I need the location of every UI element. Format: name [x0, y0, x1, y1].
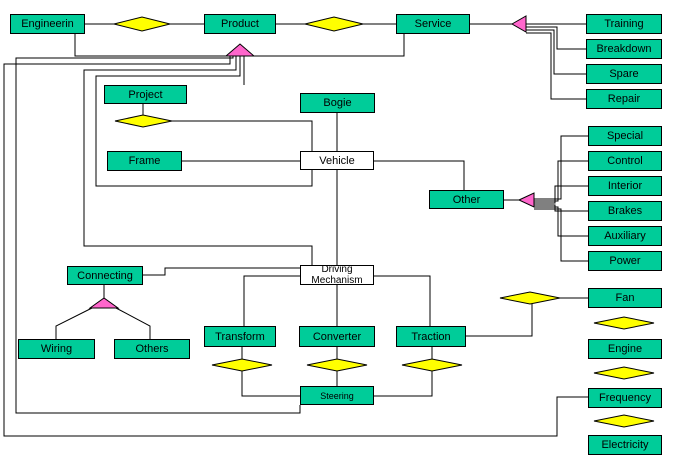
relationship-engineering-product	[113, 16, 171, 32]
entity-interior[interactable]: Interior	[588, 176, 662, 196]
line-isa-wiring	[55, 307, 93, 339]
line-product-steering-left	[15, 56, 301, 414]
relationship-frequency-electricity	[593, 414, 655, 428]
line-rel-vehicle	[172, 120, 313, 151]
entity-other[interactable]: Other	[429, 190, 504, 209]
entity-brakes[interactable]: Brakes	[588, 201, 662, 221]
line-isa-interior	[534, 185, 588, 204]
line-product-driving	[83, 56, 313, 265]
relationship-fan-engine	[593, 316, 655, 330]
entity-fan[interactable]: Fan	[588, 288, 662, 308]
relationship-converter-steering	[306, 358, 368, 372]
entity-converter[interactable]: Converter	[299, 326, 375, 347]
line-service-down	[250, 34, 405, 57]
entity-frame[interactable]: Frame	[107, 151, 182, 171]
line-isa-repair	[526, 32, 586, 100]
entity-special[interactable]: Special	[588, 126, 662, 146]
entity-control[interactable]: Control	[588, 151, 662, 171]
entity-steering[interactable]: Steering	[300, 386, 374, 405]
entity-spare[interactable]: Spare	[586, 64, 662, 84]
entity-electricity[interactable]: Electricity	[588, 435, 662, 455]
isa-triangle-service	[510, 15, 527, 33]
line-vehicle-other	[374, 160, 465, 190]
entity-others[interactable]: Others	[114, 339, 190, 359]
line-engineering-down	[74, 34, 230, 57]
line-rel-steering-left	[241, 371, 300, 397]
line-isa-power	[534, 208, 588, 262]
line-isa-others	[115, 307, 151, 339]
line-traction-fan-rel	[466, 304, 533, 337]
entity-breakdown[interactable]: Breakdown	[586, 39, 662, 59]
line-driving-transform	[243, 275, 300, 326]
line-connecting-driving	[143, 267, 300, 276]
line-isa-control	[534, 160, 588, 202]
line-product-vehicle	[95, 56, 313, 187]
relationship-project-vehicle	[114, 114, 173, 128]
entity-auxiliary[interactable]: Auxiliary	[588, 226, 662, 246]
line-isa-special	[534, 135, 588, 200]
isa-triangle-product	[224, 43, 256, 57]
line-isa-auxiliary	[534, 206, 588, 237]
entity-project[interactable]: Project	[104, 85, 187, 104]
entity-frequency[interactable]: Frequency	[588, 388, 662, 408]
connector-lines	[3, 23, 588, 437]
entity-training[interactable]: Training	[586, 14, 662, 34]
line-rel-steering-right	[374, 371, 433, 397]
isa-triangle-connecting	[88, 297, 120, 309]
entity-engine[interactable]: Engine	[588, 339, 662, 359]
line-driving-traction	[374, 275, 431, 326]
relationship-traction-steering	[401, 358, 463, 372]
line-product-outer	[3, 56, 588, 437]
isa-triangle-other	[517, 192, 535, 208]
relationship-engine-frequency	[593, 366, 655, 380]
entity-power[interactable]: Power	[588, 251, 662, 271]
entity-service[interactable]: Service	[396, 14, 470, 34]
entity-engineering[interactable]: Engineerin	[10, 14, 85, 34]
line-isa-spare	[526, 29, 586, 75]
entity-wiring[interactable]: Wiring	[18, 339, 95, 359]
relationship-product-service	[304, 16, 364, 32]
entity-product[interactable]: Product	[204, 14, 276, 34]
entity-transform[interactable]: Transform	[204, 326, 276, 347]
entity-bogie[interactable]: Bogie	[300, 93, 375, 113]
line-isa-brakes	[534, 204, 588, 212]
entity-repair[interactable]: Repair	[586, 89, 662, 109]
line-isa-breakdown	[526, 26, 586, 50]
entity-traction[interactable]: Traction	[396, 326, 466, 347]
entity-vehicle[interactable]: Vehicle	[300, 151, 374, 170]
relationship-traction-fan	[499, 291, 561, 305]
entity-connecting[interactable]: Connecting	[67, 266, 143, 285]
entity-driving-mechanism[interactable]: Driving Mechanism	[300, 265, 374, 285]
relationship-transform-steering	[211, 358, 273, 372]
